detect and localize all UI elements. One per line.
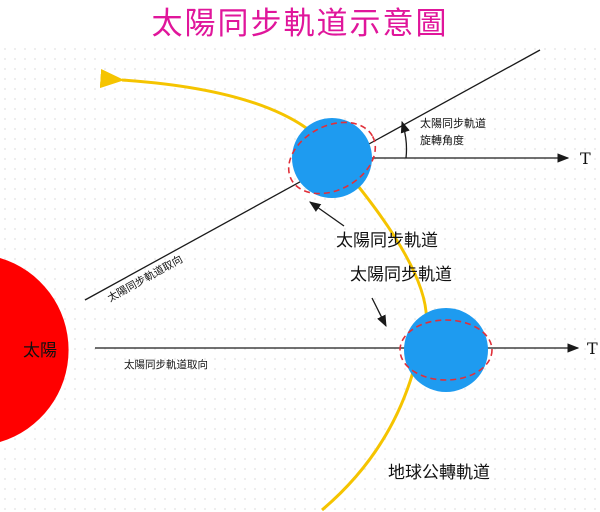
diagram-title: 太陽同步軌道示意圖 bbox=[151, 6, 449, 42]
pointer-arrow-lower bbox=[371, 297, 387, 328]
lower-earth bbox=[404, 308, 488, 392]
sun-shape bbox=[0, 258, 69, 442]
earth-orbit-label: 地球公轉軌道 bbox=[388, 463, 490, 483]
dotted-background bbox=[0, 44, 600, 512]
t-label-upper: T bbox=[580, 149, 591, 168]
rotation-angle-arc bbox=[400, 120, 410, 159]
earth-orbit-path bbox=[99, 68, 428, 512]
pointer-arrow-upper bbox=[309, 201, 345, 227]
sso-label-lower: 太陽同步軌道 bbox=[350, 265, 452, 285]
rotation-angle-label-line1: 太陽同步軌道 bbox=[420, 116, 486, 130]
sso-label-upper: 太陽同步軌道 bbox=[336, 231, 438, 251]
orientation-label-lower: 太陽同步軌道取向 bbox=[124, 358, 208, 371]
t-label-lower: T bbox=[587, 339, 598, 358]
sun-synchronous-orbit-diagram: 太陽 太陽同步軌道 旋轉角度 太陽同步軌道 太陽同步軌道 太陽同步軌道取向 太陽… bbox=[0, 44, 600, 512]
rotation-angle-label-line2: 旋轉角度 bbox=[420, 133, 464, 147]
upper-sso-ring bbox=[287, 121, 377, 195]
upper-earth bbox=[292, 118, 372, 198]
lower-sso-ring bbox=[399, 319, 493, 381]
sun-label: 太陽 bbox=[23, 341, 57, 361]
